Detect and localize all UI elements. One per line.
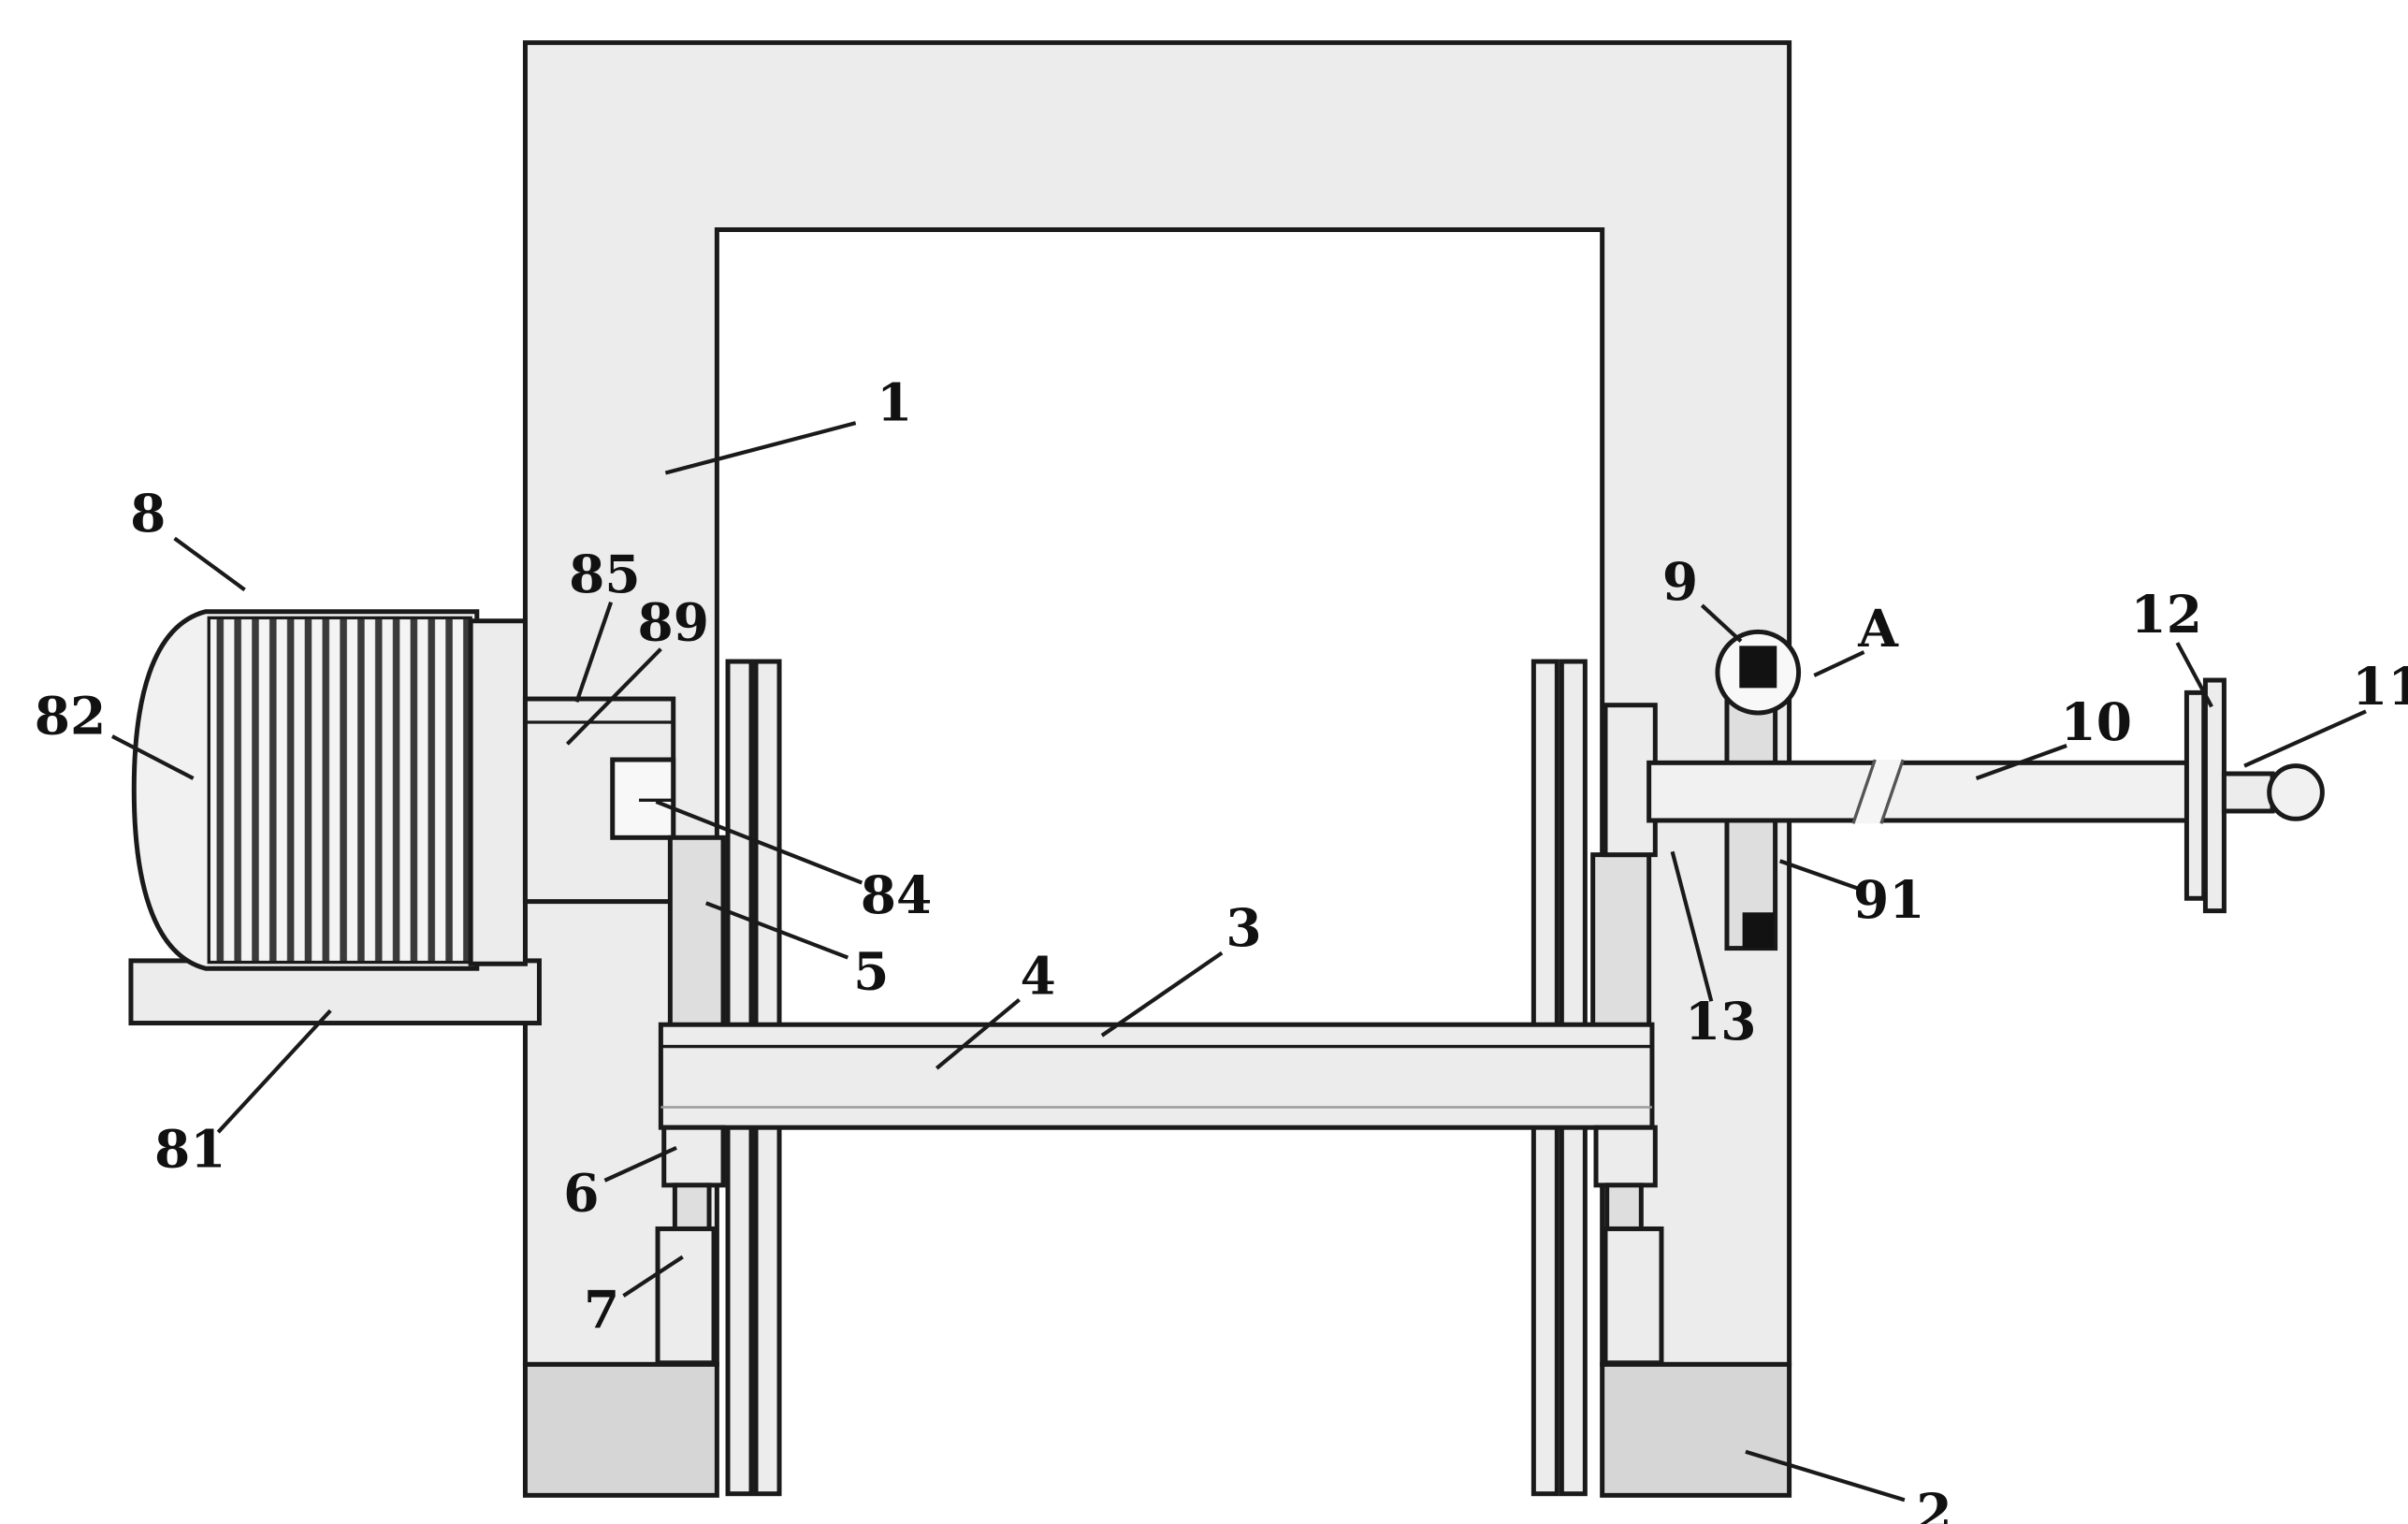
leader-line (935, 997, 1021, 1070)
label-text: 82 (35, 685, 107, 746)
part-label-A: A (1813, 598, 1899, 677)
clamp-block-left (655, 1226, 717, 1366)
part-label-10: 10 (1975, 691, 2133, 780)
part-label-3: 3 (1100, 897, 1262, 1038)
label-text: 7 (584, 1279, 619, 1340)
leader-line (1813, 650, 1865, 677)
label-text: 91 (1853, 869, 1924, 930)
leader-line (173, 536, 246, 592)
shaft-key-block (610, 757, 676, 840)
part-label-2: 2 (1745, 1449, 1952, 1524)
part-label-9: 9 (1662, 551, 1743, 643)
locking-bolt-nut (1739, 646, 1777, 689)
leader-line (565, 647, 662, 746)
label-text: 11 (2352, 656, 2408, 717)
leader-line (110, 734, 195, 780)
part-label-8: 8 (130, 483, 246, 592)
handle-flange-inner (2183, 689, 2207, 901)
leader-line (2175, 642, 2213, 708)
part-label-13: 13 (1670, 850, 1757, 1052)
leader-line (574, 602, 614, 704)
label-text: 8 (130, 483, 166, 544)
label-text: 13 (1685, 991, 1757, 1052)
leader-line (664, 421, 857, 475)
crossbeam (658, 1022, 1655, 1130)
leader-line (622, 1255, 684, 1298)
leader-line (1778, 859, 1865, 893)
support-plate-right (1590, 852, 1652, 1029)
part-label-4: 4 (935, 946, 1056, 1070)
leader-line (1700, 603, 1743, 643)
part-label-84: 84 (655, 800, 933, 925)
part-label-82: 82 (35, 685, 195, 780)
motor-end-cap (468, 618, 528, 966)
leader-line (1975, 744, 2067, 780)
slider-block-right (1593, 1125, 1658, 1188)
part-label-81: 81 (154, 1009, 332, 1180)
label-text: 2 (1916, 1482, 1951, 1524)
leader-line (1670, 850, 1714, 1002)
leader-line (603, 1145, 677, 1183)
leader-line (1100, 951, 1224, 1038)
clamp-block-right (1603, 1226, 1664, 1366)
slider-block-left (661, 1125, 726, 1188)
label-text: 1 (877, 372, 912, 433)
label-text: 84 (861, 864, 933, 925)
frame-left-foot (522, 1361, 719, 1498)
part-label-7: 7 (584, 1255, 684, 1340)
label-text: 81 (154, 1119, 225, 1180)
label-text: 3 (1226, 897, 1261, 958)
part-label-85: 85 (569, 544, 641, 704)
leader-line (704, 901, 849, 960)
part-label-89: 89 (565, 591, 709, 746)
leader-line (655, 800, 863, 885)
leader-line (2243, 709, 2367, 768)
part-label-11: 11 (2243, 656, 2408, 768)
part-label-91: 91 (1778, 859, 1924, 930)
label-text: A (1857, 598, 1899, 659)
label-text: 5 (853, 941, 889, 1002)
part-label-12: 12 (2131, 584, 2213, 708)
motor-cooling-fins (207, 616, 472, 965)
shaft-break-mark (1852, 760, 1904, 824)
frame-right-foot (1600, 1361, 1792, 1498)
bracket-pin (1742, 912, 1774, 949)
shaft-break-line-left (1851, 759, 1877, 824)
label-text: 9 (1662, 551, 1698, 612)
handle-stub (2221, 771, 2275, 814)
leader-line (1745, 1449, 1906, 1502)
label-text: 4 (1020, 946, 1055, 1007)
shaft-break-line-right (1879, 759, 1905, 824)
part-label-5: 5 (704, 901, 889, 1002)
part-label-1: 1 (664, 372, 912, 475)
label-text: 12 (2131, 584, 2203, 645)
output-shaft (1646, 760, 2216, 823)
label-text: 10 (2061, 691, 2133, 752)
clamp-step-left (672, 1183, 712, 1231)
clamp-step-right (1604, 1183, 1644, 1231)
handle-knob (2267, 763, 2325, 821)
label-text: 6 (563, 1162, 599, 1223)
label-text: 89 (637, 591, 709, 652)
part-label-6: 6 (563, 1145, 677, 1223)
support-plate-left (667, 835, 726, 1029)
handle-flange-outer (2202, 677, 2227, 914)
label-text: 85 (569, 544, 641, 604)
leader-line (216, 1009, 332, 1134)
motor-base-plate (128, 958, 542, 1026)
